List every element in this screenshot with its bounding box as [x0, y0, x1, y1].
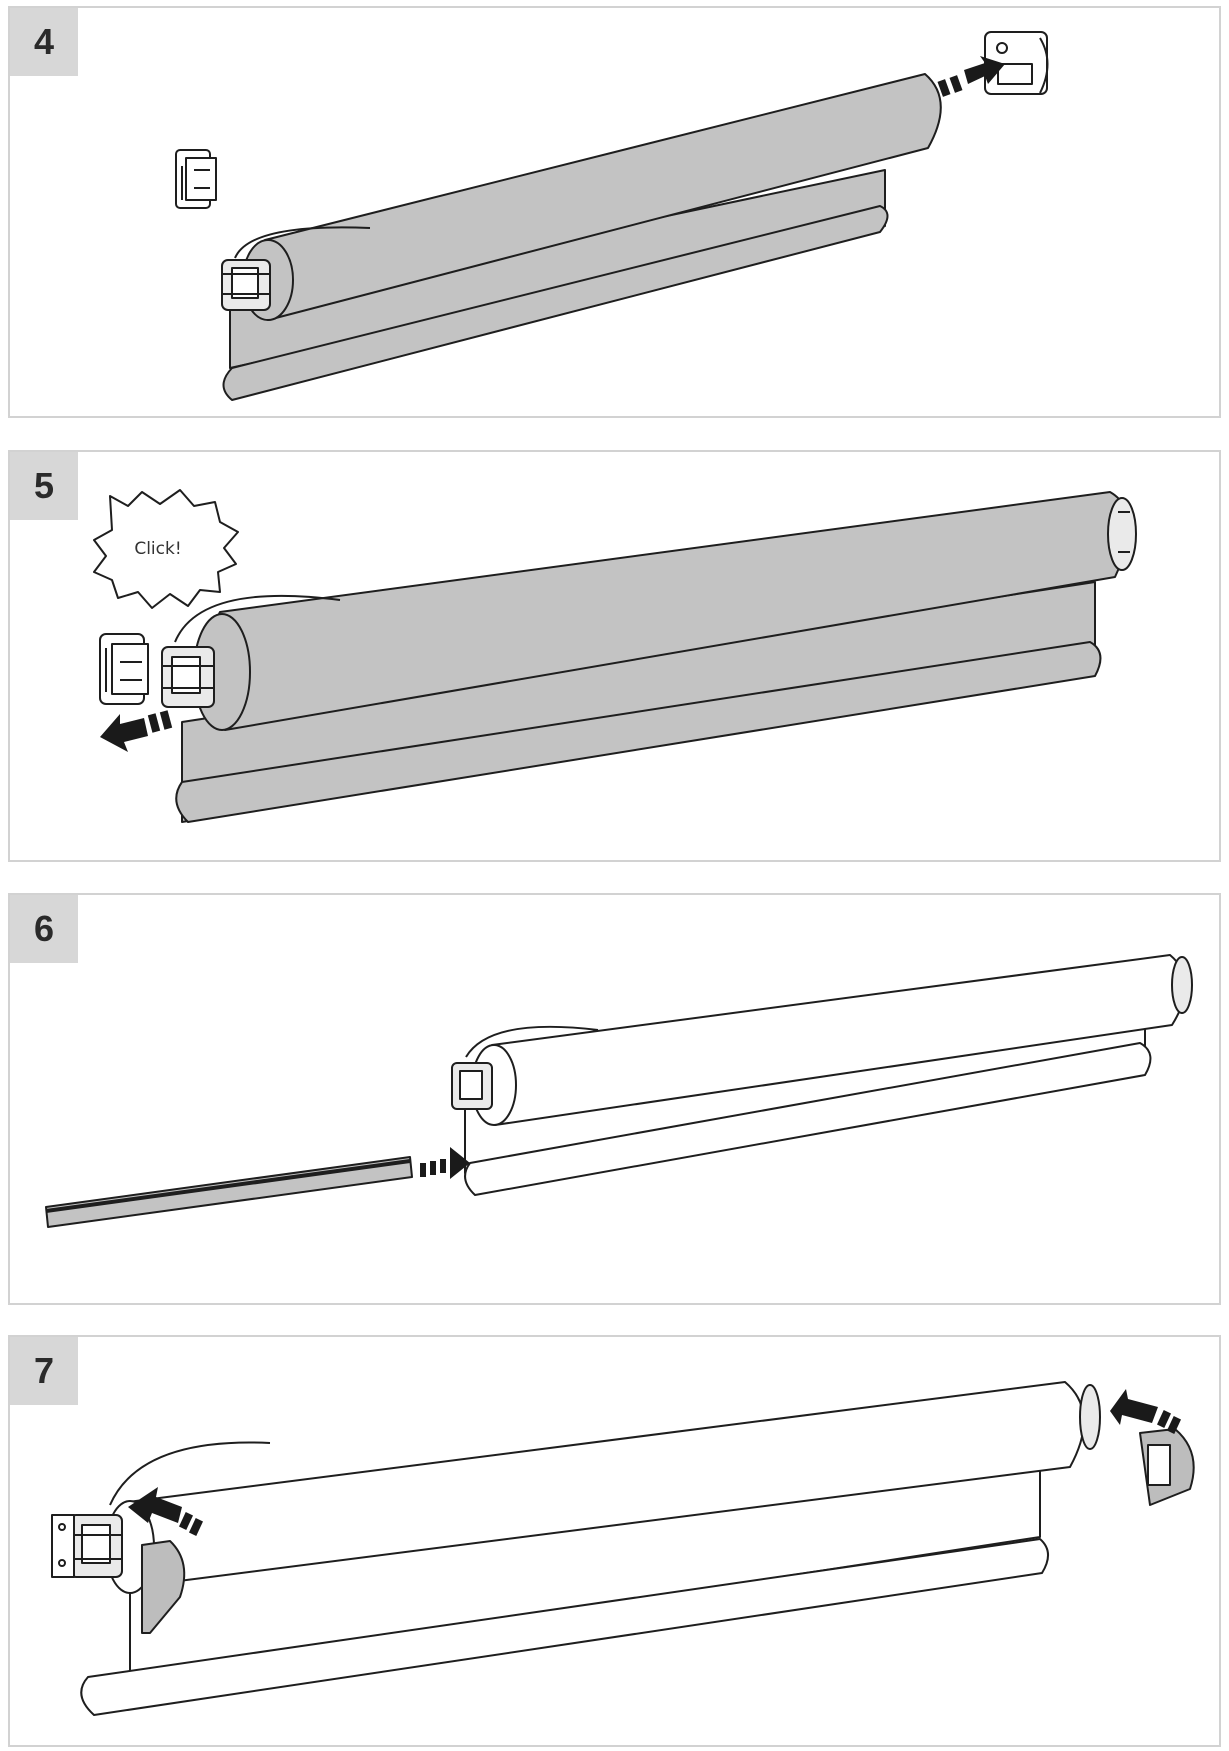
arrow-right-icon [937, 56, 1005, 97]
bottom-bar [222, 205, 889, 401]
step-number-badge: 4 [10, 8, 78, 76]
arrow-left-icon [1110, 1389, 1182, 1434]
right-end-cap [1079, 1384, 1101, 1450]
step-panel-7: 7 [8, 1335, 1221, 1747]
left-bracket [51, 1514, 75, 1578]
motor-head [451, 1062, 493, 1110]
arrow-right-icon [420, 1147, 470, 1179]
step-panel-5: 5 Click! [8, 450, 1221, 862]
bottom-bar [80, 1538, 1049, 1716]
arrow-right-icon [128, 1487, 204, 1536]
power-cable [465, 1025, 599, 1058]
motor-head [221, 259, 271, 311]
motor-head [69, 1514, 123, 1578]
right-end-cap [1171, 956, 1193, 1014]
left-end-cap-cover [141, 1540, 186, 1634]
left-bracket [175, 149, 217, 209]
step-panel-4: 4 [8, 6, 1221, 418]
step-6-illustration [45, 954, 1193, 1228]
power-cable [109, 1441, 271, 1506]
bottom-bar [464, 1042, 1152, 1196]
step-number-badge: 5 [10, 452, 78, 520]
arrow-left-icon [100, 710, 173, 752]
left-bracket [99, 633, 149, 705]
power-cable [174, 594, 341, 643]
step-4-illustration [175, 31, 1049, 401]
click-callout-text: Click! [134, 539, 181, 559]
step-5-illustration: Click! [93, 489, 1137, 823]
motor-head [161, 646, 215, 708]
right-bracket [984, 31, 1049, 95]
bottom-bar [175, 641, 1102, 823]
step-number-badge: 7 [10, 1337, 78, 1405]
power-cable [234, 226, 371, 259]
right-end-cap-cover [1139, 1428, 1195, 1506]
click-callout-burst: Click! [93, 489, 239, 609]
step-number-badge: 6 [10, 895, 78, 963]
step-7-illustration [51, 1381, 1195, 1716]
step-panel-6: 6 [8, 893, 1221, 1305]
right-end-cap [1107, 497, 1137, 571]
